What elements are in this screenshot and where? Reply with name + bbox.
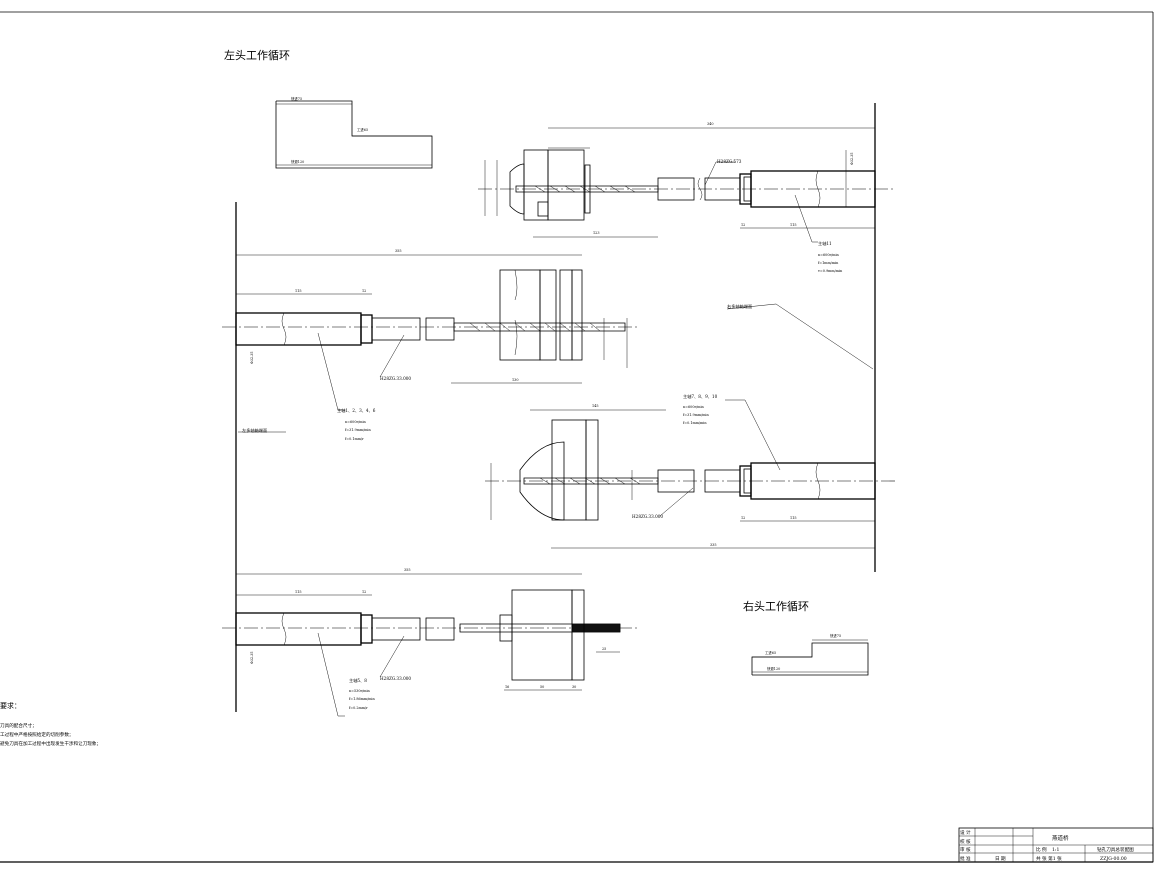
svg-text:25: 25: [602, 647, 606, 651]
svg-text:12: 12: [741, 223, 745, 227]
drawing-number: ZZJG-00.00: [1100, 856, 1127, 862]
svg-text:50: 50: [540, 685, 544, 689]
requirement-1: 刀具的配合尺寸；: [0, 722, 37, 729]
svg-text:批 准: 批 准: [960, 855, 971, 862]
svg-text:f=0.2mm/r: f=0.2mm/r: [349, 706, 368, 710]
school-name: 燕道桥: [1052, 834, 1069, 842]
svg-text:设 计: 设 计: [960, 829, 971, 836]
svg-text:12: 12: [362, 590, 366, 594]
svg-text:f=0.1mm/r: f=0.1mm/r: [345, 437, 364, 441]
svg-text:355: 355: [404, 568, 410, 572]
right-cycle-title: 右头工作循环: [743, 599, 809, 613]
lower-tool-assembly: 145 335 115 12 H28ZG.33.000 主轴7、8、9、10 n…: [485, 393, 895, 549]
right-fast-return: 快退120: [767, 666, 780, 671]
svg-text:H28ZG.33.000: H28ZG.33.000: [380, 676, 411, 681]
svg-text:145: 145: [592, 404, 598, 408]
technical-requirements: 要求： 刀具的配合尺寸； 工过程中严格按照给定的切削参数； 避免刀具在加工过程中…: [0, 701, 101, 747]
svg-text:主轴11: 主轴11: [818, 240, 832, 247]
left-fast-return: 快退120: [291, 159, 304, 164]
svg-text:比 例: 比 例: [1036, 846, 1047, 853]
svg-text:115: 115: [295, 289, 301, 293]
svg-text:Φ32.35: Φ32.35: [250, 652, 254, 665]
svg-text:校 核: 校 核: [960, 838, 971, 845]
left-cycle-title: 左头工作循环: [224, 49, 290, 62]
right-fast-advance: 快进75: [830, 633, 841, 638]
svg-text:Φ32.35: Φ32.35: [850, 153, 854, 166]
requirements-title: 要求：: [0, 701, 21, 710]
requirement-2: 工过程中严格按照给定的切削参数；: [0, 731, 74, 738]
svg-text:f=1.86mm/min: f=1.86mm/min: [349, 697, 376, 701]
left-work-feed: 工进65: [357, 127, 368, 132]
svg-text:n=600r/min: n=600r/min: [683, 405, 705, 409]
svg-text:f=31.9mm/min: f=31.9mm/min: [345, 428, 372, 432]
svg-text:H28ZG.573: H28ZG.573: [717, 159, 742, 164]
left-fast-advance: 快进75: [291, 96, 302, 101]
middle-tool-assembly: 355 115 12 130 Φ32.35 H28ZG.33.000 主轴1、2…: [222, 249, 640, 441]
svg-text:f=1mm/min: f=1mm/min: [818, 261, 839, 265]
svg-text:12: 12: [362, 289, 366, 293]
svg-text:115: 115: [790, 516, 796, 520]
title-block: 设 计 校 核 审 核 批 准 日 期 燕道桥 比 例 1:1 共 张 第1 张…: [958, 827, 1154, 863]
left-work-cycle: 左头工作循环 快进75 工进65 快退120: [224, 49, 433, 169]
svg-text:12: 12: [741, 516, 745, 520]
requirement-3: 避免刀具在加工过程中出现发生干涉和让刀现象；: [0, 740, 101, 747]
right-work-cycle: 右头工作循环 快进75 工进65 快退120: [743, 599, 869, 676]
svg-text:主轴7、8、9、10: 主轴7、8、9、10: [683, 393, 718, 400]
svg-text:H28ZG.33.000: H28ZG.33.000: [632, 514, 663, 519]
bottom-tool-assembly: 355 115 12 50 25 16 30 Φ32.35 H28ZG.33.0…: [222, 568, 640, 717]
svg-text:H28ZG.33.000: H28ZG.33.000: [380, 376, 411, 381]
svg-text:30: 30: [572, 685, 576, 689]
drawing-name: 钻孔刀具总装配图: [1097, 846, 1134, 853]
svg-text:355: 355: [395, 249, 401, 253]
svg-text:340: 340: [707, 122, 713, 126]
svg-text:123: 123: [593, 231, 599, 235]
right-work-feed: 工进65: [765, 650, 776, 655]
svg-text:130: 130: [512, 378, 518, 382]
top-tool-assembly: 340 123 115 12 Φ32.35 H28ZG.573 主轴11 n=6…: [478, 122, 895, 273]
svg-text:115: 115: [790, 223, 796, 227]
svg-text:v=0.9mm/min: v=0.9mm/min: [817, 269, 843, 273]
svg-text:16: 16: [505, 685, 509, 689]
svg-text:n=600r/min: n=600r/min: [345, 420, 367, 424]
svg-text:Φ32.35: Φ32.35: [250, 352, 254, 365]
svg-text:主轴1、2、3、4、6: 主轴1、2、3、4、6: [337, 407, 376, 414]
svg-text:n=600r/min: n=600r/min: [818, 253, 840, 257]
svg-text:主轴5、8: 主轴5、8: [349, 677, 367, 684]
svg-text:日 期: 日 期: [995, 856, 1006, 862]
svg-text:审 核: 审 核: [960, 846, 971, 853]
svg-text:f=0.1mm/min: f=0.1mm/min: [683, 421, 707, 425]
right-spindle-box-face-label: 右多轴箱端面: [727, 303, 752, 310]
svg-text:n=530r/min: n=530r/min: [349, 689, 371, 693]
svg-text:1:1: 1:1: [1052, 847, 1059, 853]
svg-text:共 张 第1 张: 共 张 第1 张: [1036, 855, 1062, 862]
svg-text:f=31.9mm/min: f=31.9mm/min: [683, 413, 710, 417]
svg-text:335: 335: [710, 543, 716, 547]
svg-text:115: 115: [295, 590, 301, 594]
left-spindle-box-face-label: 左多轴箱端面: [242, 427, 267, 434]
